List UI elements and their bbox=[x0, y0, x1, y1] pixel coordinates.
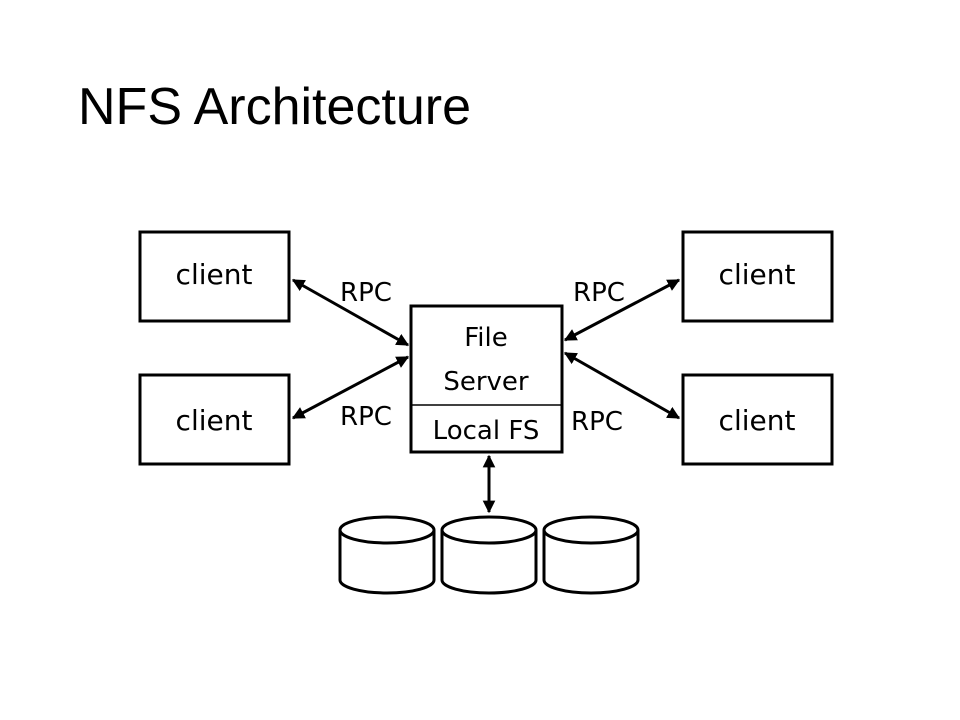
disk-icon bbox=[542, 515, 640, 595]
rpc-arrow-top-left bbox=[291, 278, 410, 347]
disk-icon bbox=[338, 515, 436, 595]
client-label-bottom-right: client bbox=[719, 404, 796, 437]
local-fs-label: Local FS bbox=[433, 416, 540, 446]
client-label-top-right: client bbox=[719, 258, 796, 291]
rpc-label-top-left: RPC bbox=[340, 278, 392, 308]
client-box-top-left: client bbox=[138, 230, 291, 323]
slide-title: NFS Architecture bbox=[78, 78, 472, 136]
disk-icon bbox=[440, 515, 538, 595]
rpc-arrow-top-right bbox=[563, 278, 681, 342]
file-server-label-line1: File bbox=[464, 323, 508, 353]
client-label-top-left: client bbox=[176, 258, 253, 291]
client-box-bottom-left: client bbox=[138, 373, 291, 466]
rpc-arrow-bottom-left bbox=[291, 355, 410, 420]
rpc-label-bottom-left: RPC bbox=[340, 402, 392, 432]
rpc-label-top-right: RPC bbox=[573, 278, 625, 308]
file-server-box: File Server Local FS bbox=[409, 304, 564, 454]
rpc-label-bottom-right: RPC bbox=[571, 407, 623, 437]
file-server-label-line2: Server bbox=[443, 367, 529, 397]
rpc-arrow-bottom-right bbox=[563, 351, 681, 420]
client-box-top-right: client bbox=[681, 230, 834, 323]
client-label-bottom-left: client bbox=[176, 404, 253, 437]
client-box-bottom-right: client bbox=[681, 373, 834, 466]
